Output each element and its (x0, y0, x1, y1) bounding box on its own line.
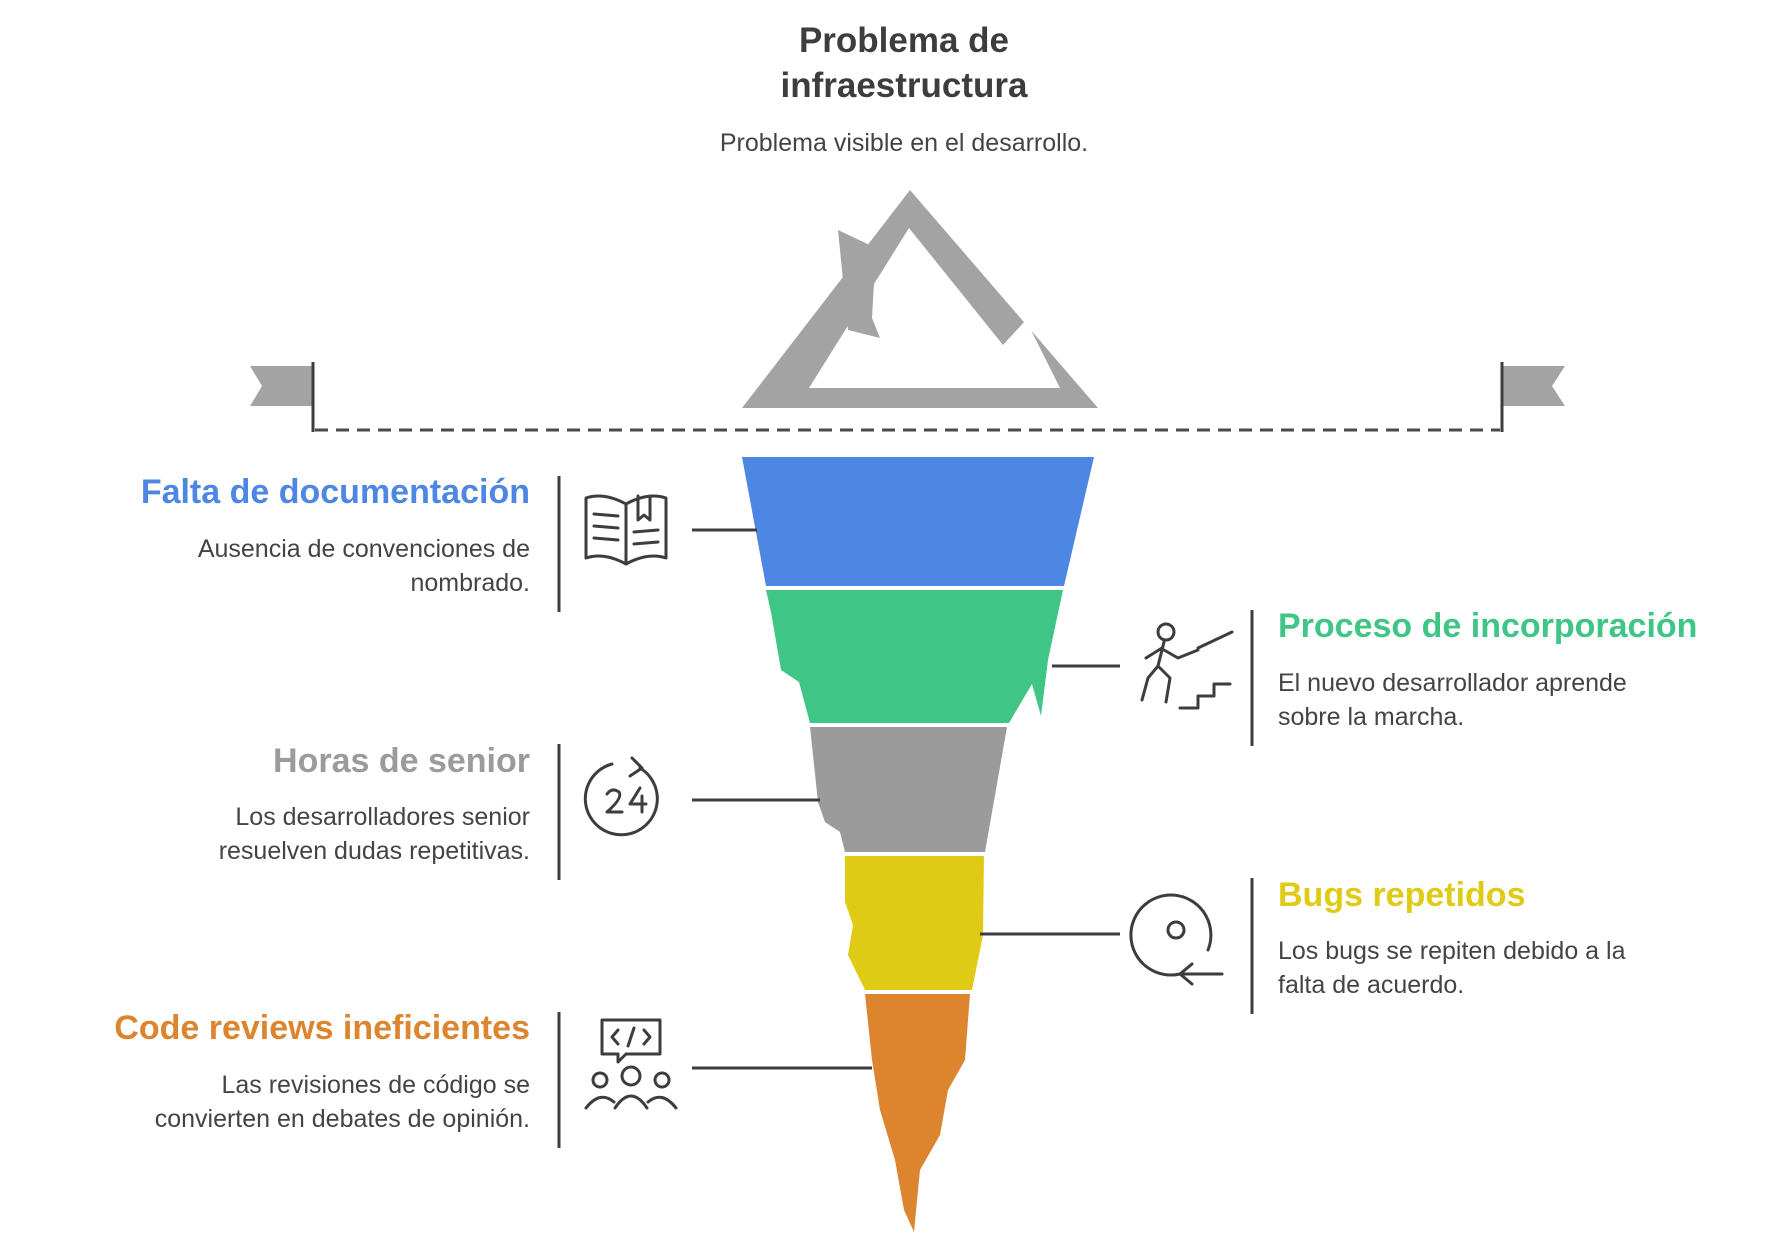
layer-desc-onboarding: El nuevo desarrollador aprende sobre la … (1278, 666, 1627, 734)
flag-left (250, 362, 315, 432)
iceberg-layer-senior-hours (810, 727, 1007, 852)
iceberg-layer-documentation (742, 457, 1094, 586)
layer-title-senior-hours: Horas de senior (273, 742, 530, 780)
flag-right (1500, 362, 1565, 432)
desc-line: sobre la marcha. (1278, 703, 1465, 731)
24-hours-icon (583, 756, 659, 837)
iceberg-layer-onboarding (766, 590, 1063, 723)
title-line-1: Problema de (798, 21, 1010, 60)
code-review-team-icon (584, 1018, 678, 1110)
iceberg-layer-bugs (845, 856, 984, 990)
desc-line: Los desarrolladores senior (235, 803, 530, 831)
layer-title-onboarding: Proceso de incorporación (1278, 607, 1698, 645)
layer-title-bugs: Bugs repetidos (1278, 876, 1526, 914)
desc-line: falta de acuerdo. (1278, 971, 1465, 999)
desc-line: Las revisiones de código se (221, 1071, 530, 1099)
open-book-icon (584, 494, 668, 566)
repeat-arrow-circle-icon (1129, 893, 1224, 986)
diagram-subtitle: Problema visible en el desarrollo. (719, 129, 1089, 157)
iceberg-layer-code-reviews (865, 994, 970, 1232)
desc-line: Ausencia de convenciones de (197, 535, 530, 563)
layer-desc-bugs: Los bugs se repiten debido a la falta de… (1278, 934, 1625, 1002)
layer-desc-senior-hours: Los desarrolladores senior resuelven dud… (219, 800, 530, 868)
diagram-title: Problema de infraestructura (0, 18, 1768, 108)
person-climbing-stairs-icon (1140, 622, 1234, 710)
desc-line: Los bugs se repiten debido a la (1278, 937, 1626, 965)
desc-line: El nuevo desarrollador aprende (1278, 669, 1627, 697)
mountain-peak (742, 190, 1098, 408)
layer-title-documentation: Falta de documentación (140, 473, 530, 511)
desc-line: nombrado. (410, 569, 530, 597)
desc-line: convierten en debates de opinión. (154, 1105, 530, 1133)
layer-title-code-reviews: Code reviews ineficientes (114, 1009, 530, 1047)
desc-line: resuelven dudas repetitivas. (218, 837, 530, 865)
layer-desc-documentation: Ausencia de convenciones de nombrado. (198, 532, 530, 600)
layer-desc-code-reviews: Las revisiones de código se convierten e… (155, 1068, 530, 1136)
title-line-2: infraestructura (780, 66, 1028, 105)
